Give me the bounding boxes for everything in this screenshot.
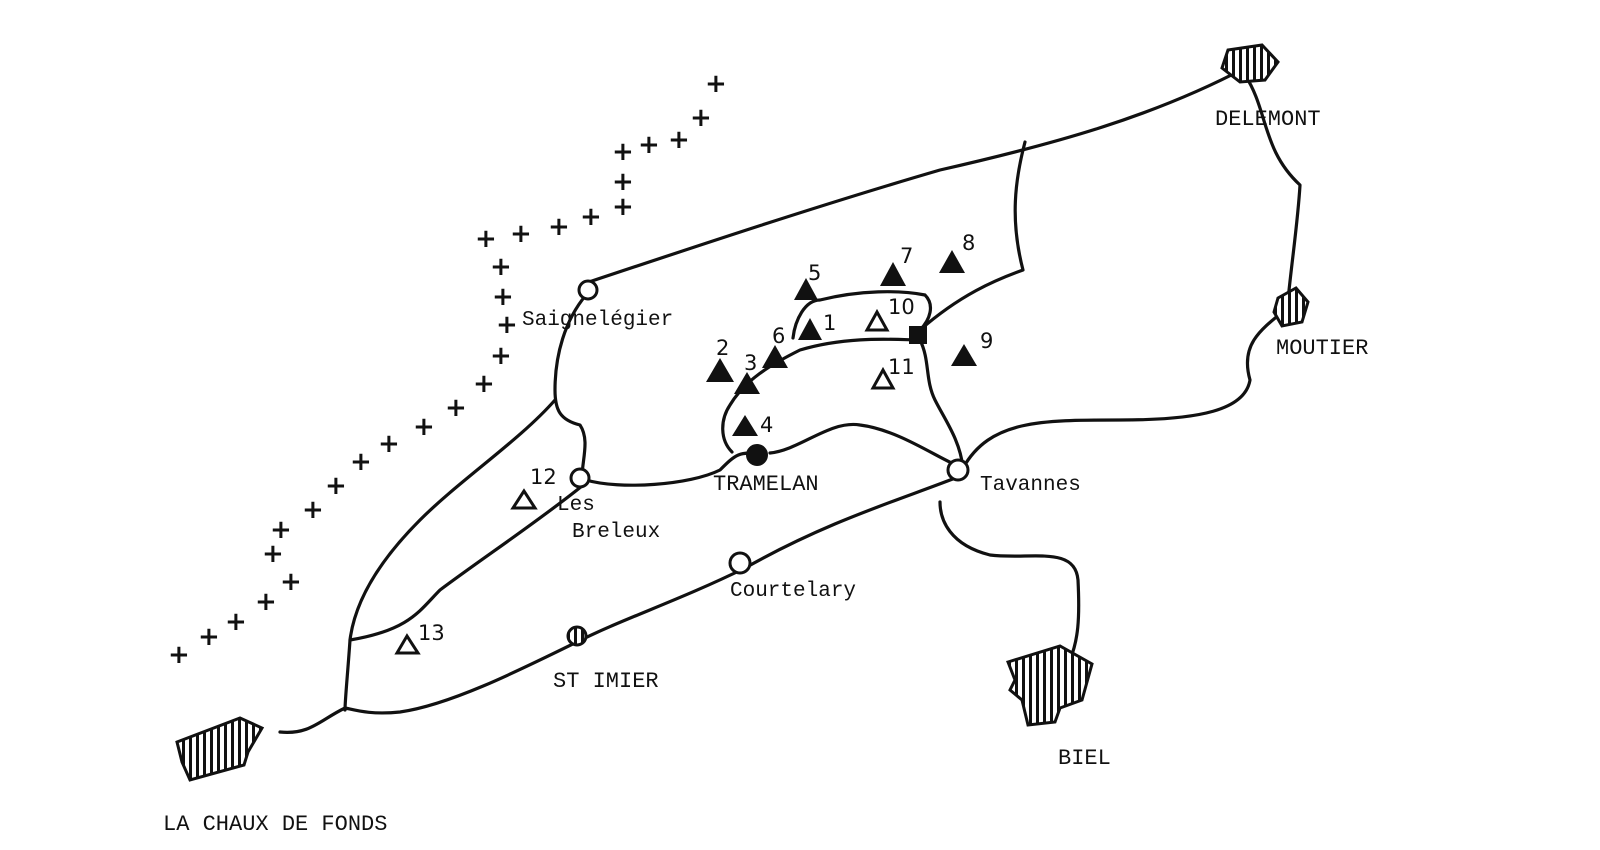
road-north-connector bbox=[918, 140, 1027, 332]
border-cross: + bbox=[580, 202, 602, 232]
road-tavannes-biel bbox=[938, 500, 1081, 662]
border-cross: + bbox=[445, 393, 467, 423]
site-12-marker bbox=[510, 488, 538, 510]
road-saignelegier-delemont bbox=[584, 66, 1247, 285]
site-label: 8 bbox=[962, 231, 975, 255]
border-cross: + bbox=[350, 447, 372, 477]
site-7-marker bbox=[880, 262, 906, 286]
border-cross: + bbox=[473, 369, 495, 399]
border-cross: + bbox=[270, 515, 292, 545]
site-9-marker bbox=[951, 344, 977, 366]
road-chaux-link bbox=[278, 706, 347, 734]
site-4-marker bbox=[732, 415, 758, 436]
la-chaux-de-fonds-label: LA CHAUX DE FONDS bbox=[163, 812, 387, 837]
courtelary-symbol bbox=[728, 551, 752, 575]
large-towns bbox=[175, 43, 1310, 782]
st-imier-symbol bbox=[566, 625, 588, 647]
site-label: 9 bbox=[980, 329, 993, 353]
road-delemont-moutier bbox=[1243, 73, 1302, 302]
site-8-marker bbox=[939, 250, 965, 273]
tavannes-symbol bbox=[946, 458, 970, 482]
site-label: 4 bbox=[760, 413, 773, 437]
border-cross: + bbox=[255, 587, 277, 617]
site-10-marker bbox=[864, 308, 890, 332]
town-labels: DELEMONT MOUTIER Saignelégier TRAMELAN T… bbox=[163, 107, 1368, 837]
site-square-marker bbox=[909, 326, 927, 344]
border-cross: + bbox=[262, 539, 284, 569]
border-cross: + bbox=[496, 310, 518, 340]
road-saignelegier-south bbox=[553, 293, 588, 480]
delemont-symbol bbox=[1220, 43, 1280, 84]
saignelegier-label: Saignelégier bbox=[522, 309, 673, 332]
site-label: 3 bbox=[744, 351, 757, 375]
site-label: 11 bbox=[888, 355, 915, 379]
border-cross: + bbox=[490, 341, 512, 371]
border-cross: + bbox=[548, 212, 570, 242]
border-cross: + bbox=[612, 167, 634, 197]
border-cross: + bbox=[325, 471, 347, 501]
border-cross: + bbox=[413, 412, 435, 442]
site-label: 2 bbox=[716, 336, 729, 360]
sites bbox=[394, 250, 977, 655]
border-cross: + bbox=[492, 282, 514, 312]
border-cross: + bbox=[280, 567, 302, 597]
les-label: Les bbox=[557, 494, 595, 517]
border-cross: + bbox=[638, 130, 660, 160]
border-cross: + bbox=[302, 495, 324, 525]
les-breleux-symbol bbox=[569, 467, 591, 489]
border-cross: + bbox=[690, 103, 712, 133]
border-cross: + bbox=[705, 69, 727, 99]
saignelegier-symbol bbox=[577, 279, 599, 301]
road-breleux-chaux bbox=[348, 484, 584, 642]
st-imier-label: ST IMIER bbox=[553, 669, 659, 694]
border-line: + + + + + + + + + + + + + + + + + + + + … bbox=[168, 69, 727, 670]
road-moutier-tavannes bbox=[961, 308, 1287, 470]
tavannes-label: Tavannes bbox=[980, 474, 1081, 497]
road-plateau-loop bbox=[721, 337, 965, 470]
site-label: 7 bbox=[900, 244, 913, 268]
tramelan-label: TRAMELAN bbox=[713, 472, 819, 497]
road-plateau-north bbox=[791, 290, 933, 340]
site-13-marker bbox=[394, 633, 421, 655]
site-label: 1 bbox=[823, 311, 836, 335]
breleux-label: Breleux bbox=[572, 521, 660, 544]
site-label: 13 bbox=[418, 621, 445, 645]
site-label: 10 bbox=[888, 295, 915, 319]
border-cross: + bbox=[168, 640, 190, 670]
border-cross: + bbox=[378, 429, 400, 459]
road-network bbox=[278, 66, 1302, 734]
site-label: 5 bbox=[808, 261, 821, 285]
site-5-marker bbox=[794, 278, 818, 300]
site-3-marker bbox=[734, 372, 760, 394]
border-cross: + bbox=[198, 622, 220, 652]
site-numbers: 1 2 3 4 5 6 7 8 9 10 11 12 13 bbox=[418, 231, 993, 645]
tramelan-symbol bbox=[746, 444, 768, 466]
road-west-branch bbox=[343, 398, 557, 712]
border-cross: + bbox=[475, 224, 497, 254]
biel-symbol bbox=[1006, 644, 1094, 727]
site-2-marker bbox=[706, 358, 734, 382]
road-breleux-tramelan bbox=[584, 451, 764, 487]
border-cross: + bbox=[612, 192, 634, 222]
courtelary-label: Courtelary bbox=[730, 580, 856, 603]
biel-label: BIEL bbox=[1058, 746, 1111, 771]
delemont-label: DELEMONT bbox=[1215, 107, 1321, 132]
road-tavannes-chaux bbox=[343, 473, 965, 715]
la-chaux-de-fonds-symbol bbox=[175, 716, 265, 782]
border-cross: + bbox=[510, 219, 532, 249]
border-cross: + bbox=[490, 252, 512, 282]
site-1-marker bbox=[798, 318, 822, 340]
moutier-label: MOUTIER bbox=[1276, 336, 1368, 361]
border-cross: + bbox=[668, 125, 690, 155]
border-cross: + bbox=[225, 607, 247, 637]
villages bbox=[566, 279, 970, 647]
site-label: 6 bbox=[772, 324, 785, 348]
site-label: 12 bbox=[530, 465, 557, 489]
site-6-marker bbox=[762, 345, 788, 368]
moutier-symbol bbox=[1272, 286, 1310, 328]
road-tramelan-tavannes bbox=[768, 422, 965, 470]
site-11-marker bbox=[870, 366, 896, 390]
border-cross: + bbox=[612, 137, 634, 167]
